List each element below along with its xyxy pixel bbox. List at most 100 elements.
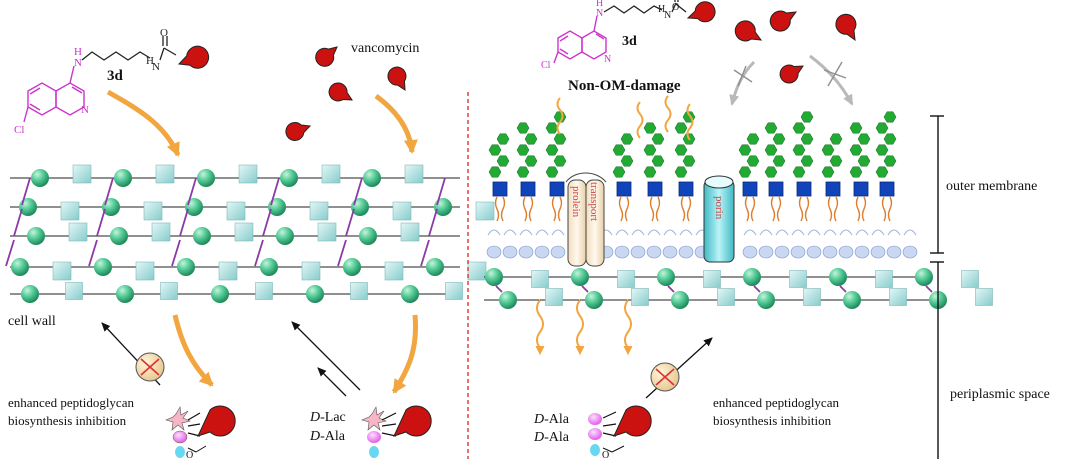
o-antigen-hexagon (496, 133, 510, 145)
crosslink (420, 239, 430, 267)
o-antigen-hexagon (792, 122, 806, 134)
peptide-square (392, 201, 412, 221)
peptide-square (445, 282, 463, 300)
o-antigen-hexagon (674, 144, 688, 156)
black-arrow (291, 321, 361, 391)
wavy-arrow (636, 101, 644, 139)
phospholipid-head (886, 245, 902, 259)
lipid-tail (887, 196, 893, 222)
o-antigen-hexagon (875, 166, 889, 178)
transport-label: transport (588, 182, 600, 221)
o-antigen-hexagon (612, 166, 626, 178)
vancomycin-pacman-icon (387, 66, 407, 91)
d-ala-label-left: D-Ala (309, 429, 346, 444)
o-antigen-hexagon (849, 122, 863, 134)
phospholipid-tail (823, 229, 837, 236)
phospholipid-head (838, 245, 854, 259)
phospholipid-head (534, 245, 550, 259)
peptide-square (703, 270, 721, 288)
outer-membrane-layer (486, 111, 918, 259)
o-antigen-hexagon (553, 133, 567, 145)
phospholipid-tail (679, 229, 693, 236)
crosslink (262, 208, 272, 237)
crosslink (581, 285, 589, 293)
phospholipid-tail (855, 229, 869, 236)
peptide-square (72, 164, 92, 184)
chain-nh-right-right: H (658, 4, 665, 15)
chain-n-right-right: N (664, 10, 671, 21)
vancomycin-pacman-icon (686, 1, 716, 23)
o-antigen-hexagon (488, 166, 502, 178)
lipid-tail (655, 196, 661, 222)
lipid-tail (551, 196, 557, 222)
vancomycin-binding-complex (361, 405, 432, 458)
peptide-square (404, 164, 424, 184)
peptide-square (68, 222, 88, 242)
sugar-sphere (193, 227, 211, 245)
phospholipid-tail (807, 229, 821, 236)
crosslink (187, 177, 197, 206)
o-antigen-hexagon (800, 133, 814, 145)
o-antigen-hexagon (651, 155, 665, 167)
sugar-sphere (363, 169, 381, 187)
o-antigen-hexagon (746, 155, 760, 167)
phospholipid-head (758, 245, 774, 259)
o-antigen-hexagon (772, 133, 786, 145)
phospholipid-tail (887, 229, 901, 236)
orange-arrow (374, 93, 418, 154)
phospholipid-head (742, 245, 758, 259)
phospholipid-head (646, 245, 662, 259)
crosslink (667, 285, 675, 293)
crosslink (839, 285, 847, 293)
vancomycin-pacman-icon (769, 10, 798, 32)
lipid-tail (744, 196, 750, 222)
o-antigen-hexagon (516, 166, 530, 178)
sugar-sphere (359, 227, 377, 245)
peptide-square (467, 261, 487, 281)
sugar-sphere (671, 291, 689, 309)
lps-core (742, 181, 758, 197)
peptide-square (301, 261, 321, 281)
vancomycin-pacman-icon (285, 122, 312, 141)
carbonyl-o-right: O (672, 2, 679, 13)
lipid-tail (770, 196, 776, 222)
phospholipid-tail (903, 229, 917, 236)
lipid-tail (804, 196, 810, 222)
cross-icon (733, 65, 753, 87)
wavy-arrow (536, 299, 544, 349)
black-arrow (317, 367, 347, 397)
peptide-square (226, 201, 246, 221)
lps-core (796, 181, 812, 197)
sugar-sphere (401, 285, 419, 303)
crosslink (179, 208, 189, 237)
o-antigen-hexagon (883, 155, 897, 167)
compound-3d-structure-right (553, 0, 687, 64)
vancomycin-pacman-icon (835, 13, 857, 42)
peptide-square (234, 222, 254, 242)
sugar-sphere (102, 198, 120, 216)
inhibition-text-line2-left: biosynthesis inhibition (8, 413, 127, 428)
phospholipid-head (502, 245, 518, 259)
cell-wall-label: cell wall (8, 314, 56, 329)
phospholipid-tail (551, 229, 565, 236)
o-antigen-hexagon (674, 122, 688, 134)
peptide-square (65, 282, 83, 300)
lipid-tail (686, 196, 692, 222)
phospholipid-tail (871, 229, 885, 236)
phospholipid-head (486, 245, 502, 259)
cross-icon (823, 61, 847, 87)
o-antigen-hexagon (643, 166, 657, 178)
gray-blocked-arrow (729, 60, 756, 106)
sugar-sphere (116, 285, 134, 303)
peptide-square (155, 164, 175, 184)
peptidoglycan-lattice-right (484, 268, 993, 309)
wavy-arrowhead (535, 345, 545, 356)
lipid-tail (522, 196, 528, 222)
o-antigen-hexagon (800, 111, 814, 123)
wavy-arrows-bottom (535, 299, 633, 356)
vancomycin-binding-complex (165, 405, 236, 458)
phospholipid-tail (615, 229, 629, 236)
sugar-sphere (268, 198, 286, 216)
sugar-sphere (843, 291, 861, 309)
